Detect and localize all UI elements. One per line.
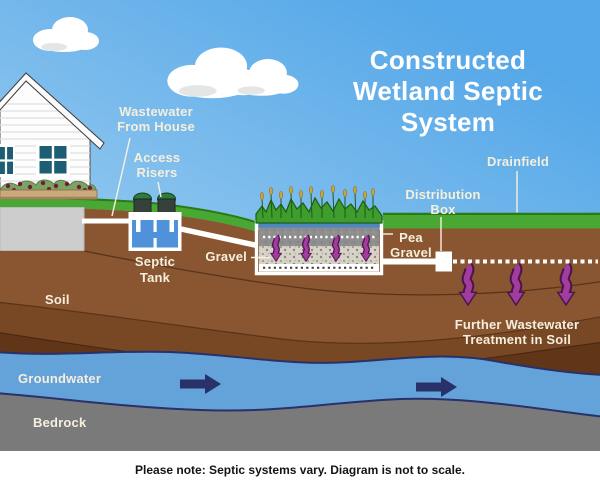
label-septic-tank: Tank bbox=[140, 270, 171, 285]
diagram-canvas: Constructed Wetland Septic System Wastew… bbox=[0, 0, 600, 451]
access-riser bbox=[133, 198, 152, 214]
label-wastewater-from-house: Wastewater bbox=[119, 104, 193, 119]
label-access-risers: Risers bbox=[137, 165, 178, 180]
leader-lines bbox=[111, 137, 518, 259]
label-access-risers: Access bbox=[134, 150, 181, 165]
leader-line bbox=[111, 137, 131, 217]
label-pea-gravel: Gravel bbox=[390, 245, 432, 260]
label-distribution-box: Box bbox=[430, 202, 456, 217]
title-line: System bbox=[401, 107, 495, 137]
house bbox=[0, 72, 105, 251]
gravel-layer bbox=[259, 246, 379, 264]
label-further-treatment: Treatment in Soil bbox=[463, 332, 571, 347]
septic-tank bbox=[128, 192, 182, 251]
pea-gravel-layer bbox=[259, 227, 379, 246]
house-roof bbox=[0, 72, 105, 150]
label-distribution-box: Distribution bbox=[405, 187, 480, 202]
label-bedrock: Bedrock bbox=[33, 415, 87, 430]
house-window bbox=[36, 142, 70, 177]
label-groundwater: Groundwater bbox=[18, 371, 101, 386]
leader-line bbox=[157, 181, 162, 198]
label-further-treatment: Further Wastewater bbox=[455, 317, 579, 332]
tank-baffles bbox=[132, 215, 178, 248]
title-line: Constructed bbox=[370, 45, 526, 75]
label-gravel: Gravel bbox=[205, 249, 247, 264]
groundwater-layer bbox=[0, 350, 600, 418]
label-soil: Soil bbox=[45, 292, 70, 307]
label-wastewater-from-house: From House bbox=[117, 119, 195, 134]
label-drainfield: Drainfield bbox=[487, 154, 549, 169]
title-line: Wetland Septic bbox=[353, 76, 543, 106]
pipe-house-to-tank bbox=[82, 218, 130, 224]
label-septic-tank: Septic bbox=[135, 254, 175, 269]
diagram-title: Constructed Wetland Septic System bbox=[353, 45, 543, 137]
wetland-cell-liner bbox=[254, 220, 384, 276]
cattail-plants bbox=[260, 185, 375, 219]
wetland-cell bbox=[254, 185, 384, 276]
distribution-box bbox=[435, 251, 452, 272]
wetland-water-line bbox=[256, 220, 382, 228]
access-riser bbox=[157, 198, 176, 214]
house-foundation bbox=[0, 207, 85, 251]
planter-ledge bbox=[0, 189, 98, 200]
pipe-wetland-to-distribution-box bbox=[381, 258, 437, 265]
label-pea-gravel: Pea bbox=[399, 230, 423, 245]
pipe-tank-to-wetland bbox=[180, 226, 258, 249]
footnote: Please note: Septic systems vary. Diagra… bbox=[135, 463, 465, 477]
house-window bbox=[0, 144, 15, 177]
drainfield-grass bbox=[383, 212, 600, 229]
